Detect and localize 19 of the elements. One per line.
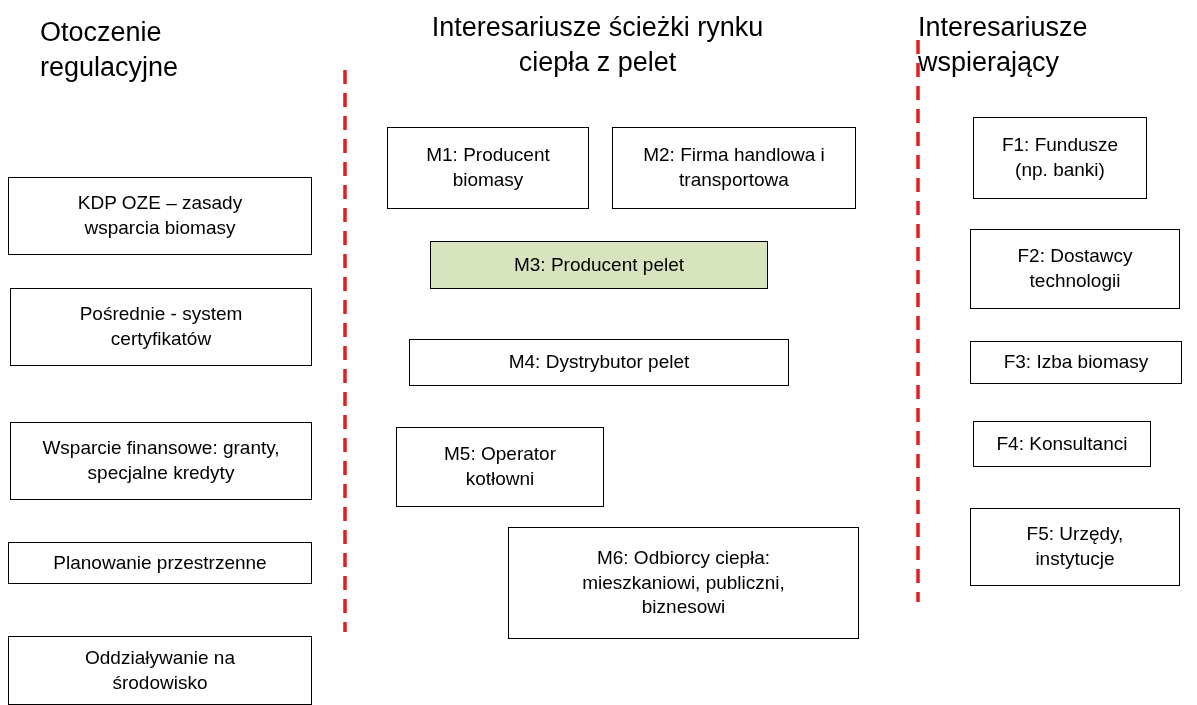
stakeholder-box: M4: Dystrybutor pelet xyxy=(409,339,789,386)
stakeholder-box: M5: Operator kotłowni xyxy=(396,427,604,507)
stakeholder-box: M2: Firma handlowa i transportowa xyxy=(612,127,856,209)
stakeholder-box: F2: Dostawcy technologii xyxy=(970,229,1180,309)
column-heading: Interesariusze ścieżki rynku ciepła z pelet xyxy=(430,11,765,80)
stakeholder-box: M6: Odbiorcy ciepła: mieszkaniowi, publiczni, biznesowi xyxy=(508,527,859,639)
column-heading: Interesariusze wspierający xyxy=(918,11,1089,80)
stakeholder-box: Planowanie przestrzenne xyxy=(8,542,312,584)
stakeholder-box: F4: Konsultanci xyxy=(973,421,1151,467)
highlighted-box: M3: Producent pelet xyxy=(430,241,768,289)
stakeholder-box: F3: Izba biomasy xyxy=(970,341,1182,384)
stakeholder-box: M1: Producent biomasy xyxy=(387,127,589,209)
stakeholder-box: Pośrednie - system certyfikatów xyxy=(10,288,312,366)
column-heading: Otoczenie regulacyjne xyxy=(40,16,180,85)
stakeholder-box: F1: Fundusze (np. banki) xyxy=(973,117,1147,199)
stakeholder-box: Wsparcie finansowe: granty, specjalne kredyty xyxy=(10,422,312,500)
stakeholder-box: Oddziaływanie na środowisko xyxy=(8,636,312,705)
stakeholder-box: F5: Urzędy, instytucje xyxy=(970,508,1180,586)
stakeholder-box: KDP OZE – zasady wsparcia biomasy xyxy=(8,177,312,255)
